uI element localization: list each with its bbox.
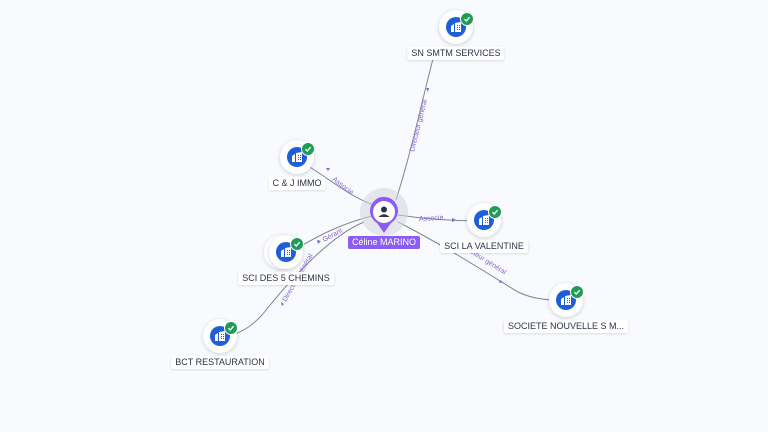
verified-check-icon: [224, 321, 238, 335]
node-label[interactable]: BCT RESTAURATION: [171, 356, 269, 369]
node-label[interactable]: SCI LA VALENTINE: [440, 240, 528, 253]
verified-check-icon: [488, 205, 502, 219]
verified-check-icon: [460, 12, 474, 26]
center-name-label[interactable]: Céline MARINO: [347, 236, 421, 249]
building-icon: [287, 147, 307, 167]
edge-arrow-sci-5-chemins: [317, 240, 321, 244]
edge-arrow-sn-smtm: [426, 88, 429, 92]
verified-check-icon: [301, 142, 315, 156]
edge-arrow-societe-nouvelle: [499, 280, 503, 283]
verified-check-icon: [570, 285, 584, 299]
person-icon: [370, 196, 398, 233]
edge-arrow-bct: [281, 302, 284, 306]
node-label[interactable]: SCI DES 5 CHEMINS: [238, 272, 334, 285]
edge-arrow-sci-valentine: [452, 218, 456, 222]
node-label[interactable]: SN SMTM SERVICES: [407, 47, 505, 60]
node-label[interactable]: SOCIETE NOUVELLE S M...: [503, 320, 629, 333]
edge-sn-smtm: [395, 54, 435, 201]
node-label[interactable]: C & J IMMO: [268, 177, 326, 190]
verified-check-icon: [290, 237, 304, 251]
edge-label-sci-valentine: Associé: [419, 215, 444, 223]
edge-arrow-cj-immo: [326, 168, 330, 171]
edge-bct: [225, 221, 365, 337]
edge-societe-nouvelle: [397, 221, 563, 301]
edge-label-cj-immo: Associé: [331, 176, 355, 197]
edge-label-sn-smtm: Directeur général: [409, 98, 429, 152]
